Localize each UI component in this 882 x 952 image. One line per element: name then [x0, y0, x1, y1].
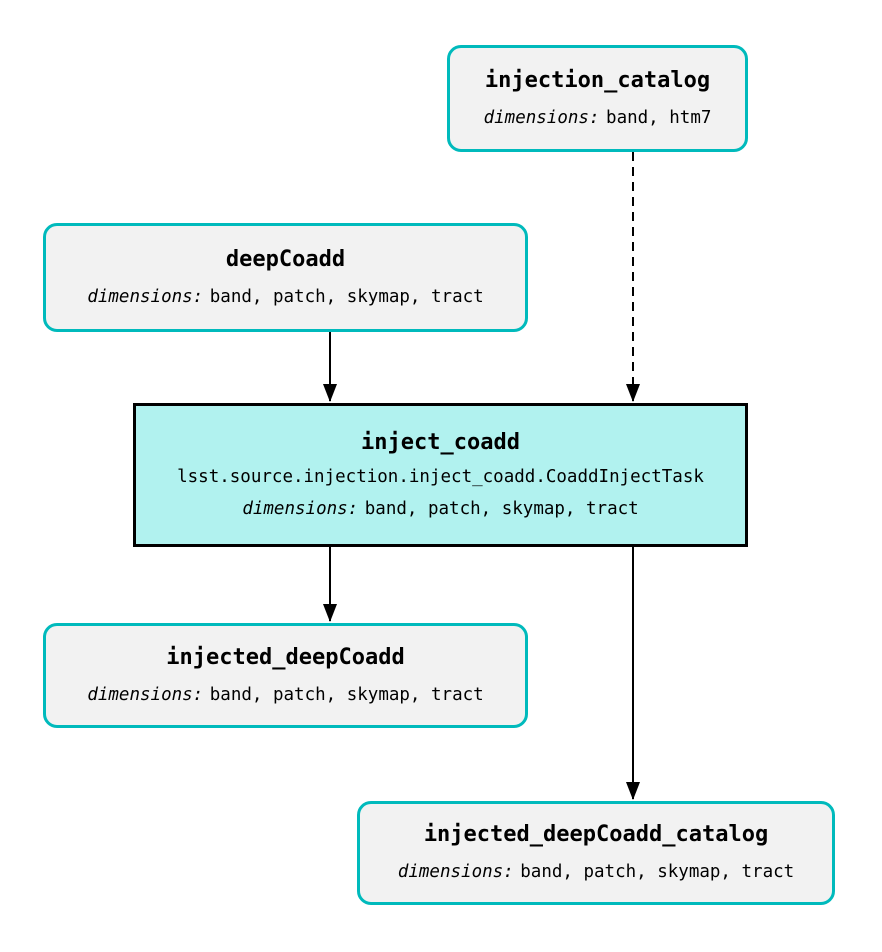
- node-title: injected_deepCoadd_catalog: [423, 822, 769, 848]
- dimensions-label: dimensions:: [242, 499, 359, 520]
- dimensions-value: band, patch, skymap, tract: [209, 684, 484, 705]
- node-inject-coadd-task: inject_coadd lsst.source.injection.injec…: [133, 403, 748, 547]
- node-dimensions: dimensions:band, patch, skymap, tract: [87, 684, 484, 705]
- dimensions-value: band, patch, skymap, tract: [209, 286, 484, 307]
- dimensions-label: dimensions:: [87, 684, 204, 705]
- dimensions-label: dimensions:: [87, 286, 204, 307]
- node-title: injected_deepCoadd: [166, 644, 405, 670]
- node-injection-catalog: injection_catalog dimensions: band, htm7: [447, 45, 748, 152]
- node-dimensions: dimensions:band, patch, skymap, tract: [242, 499, 639, 520]
- node-title: inject_coadd: [361, 429, 520, 455]
- dimensions-value: band, htm7: [606, 107, 712, 128]
- dimensions-label: dimensions:: [397, 862, 514, 883]
- node-injected-deepCoadd: injected_deepCoadd dimensions:band, patc…: [43, 623, 528, 728]
- node-dimensions: dimensions: band, patch, skymap, tract: [398, 863, 794, 882]
- node-dimensions: dimensions:band, patch, skymap, tract: [87, 286, 484, 307]
- dimensions-label: dimensions:: [483, 107, 600, 128]
- node-injected-deepCoadd-catalog: injected_deepCoadd_catalog dimensions: ba…: [357, 801, 835, 905]
- task-class-path: lsst.source.injection.inject_coadd.Coadd…: [177, 466, 704, 487]
- node-dimensions: dimensions: band, htm7: [483, 107, 712, 128]
- node-title: deepCoadd: [225, 246, 346, 272]
- dimensions-value: band, patch, skymap, tract: [520, 862, 795, 883]
- node-title: injection_catalog: [484, 67, 711, 93]
- dimensions-value: band, patch, skymap, tract: [364, 499, 639, 520]
- node-deepCoadd: deepCoadd dimensions:band, patch, skymap…: [43, 223, 528, 332]
